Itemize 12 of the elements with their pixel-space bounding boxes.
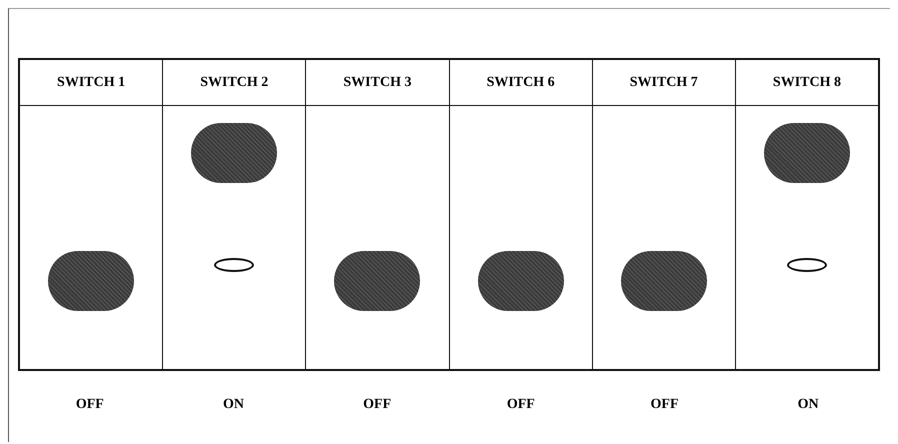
column-header: SWITCH 2 (163, 60, 306, 106)
switch-state: OFF (363, 397, 392, 413)
column-header: SWITCH 7 (592, 60, 735, 106)
column-header: SWITCH 8 (736, 60, 878, 106)
switch-state: OFF (506, 397, 535, 413)
column-header: SWITCH 3 (306, 60, 449, 106)
column-header: SWITCH 6 (450, 60, 592, 106)
column-header: SWITCH 1 (20, 60, 162, 106)
switch-state: OFF (76, 397, 104, 413)
switch-state: OFF (650, 397, 678, 413)
switch-state: ON (798, 397, 819, 413)
switch-state: ON (223, 397, 244, 413)
